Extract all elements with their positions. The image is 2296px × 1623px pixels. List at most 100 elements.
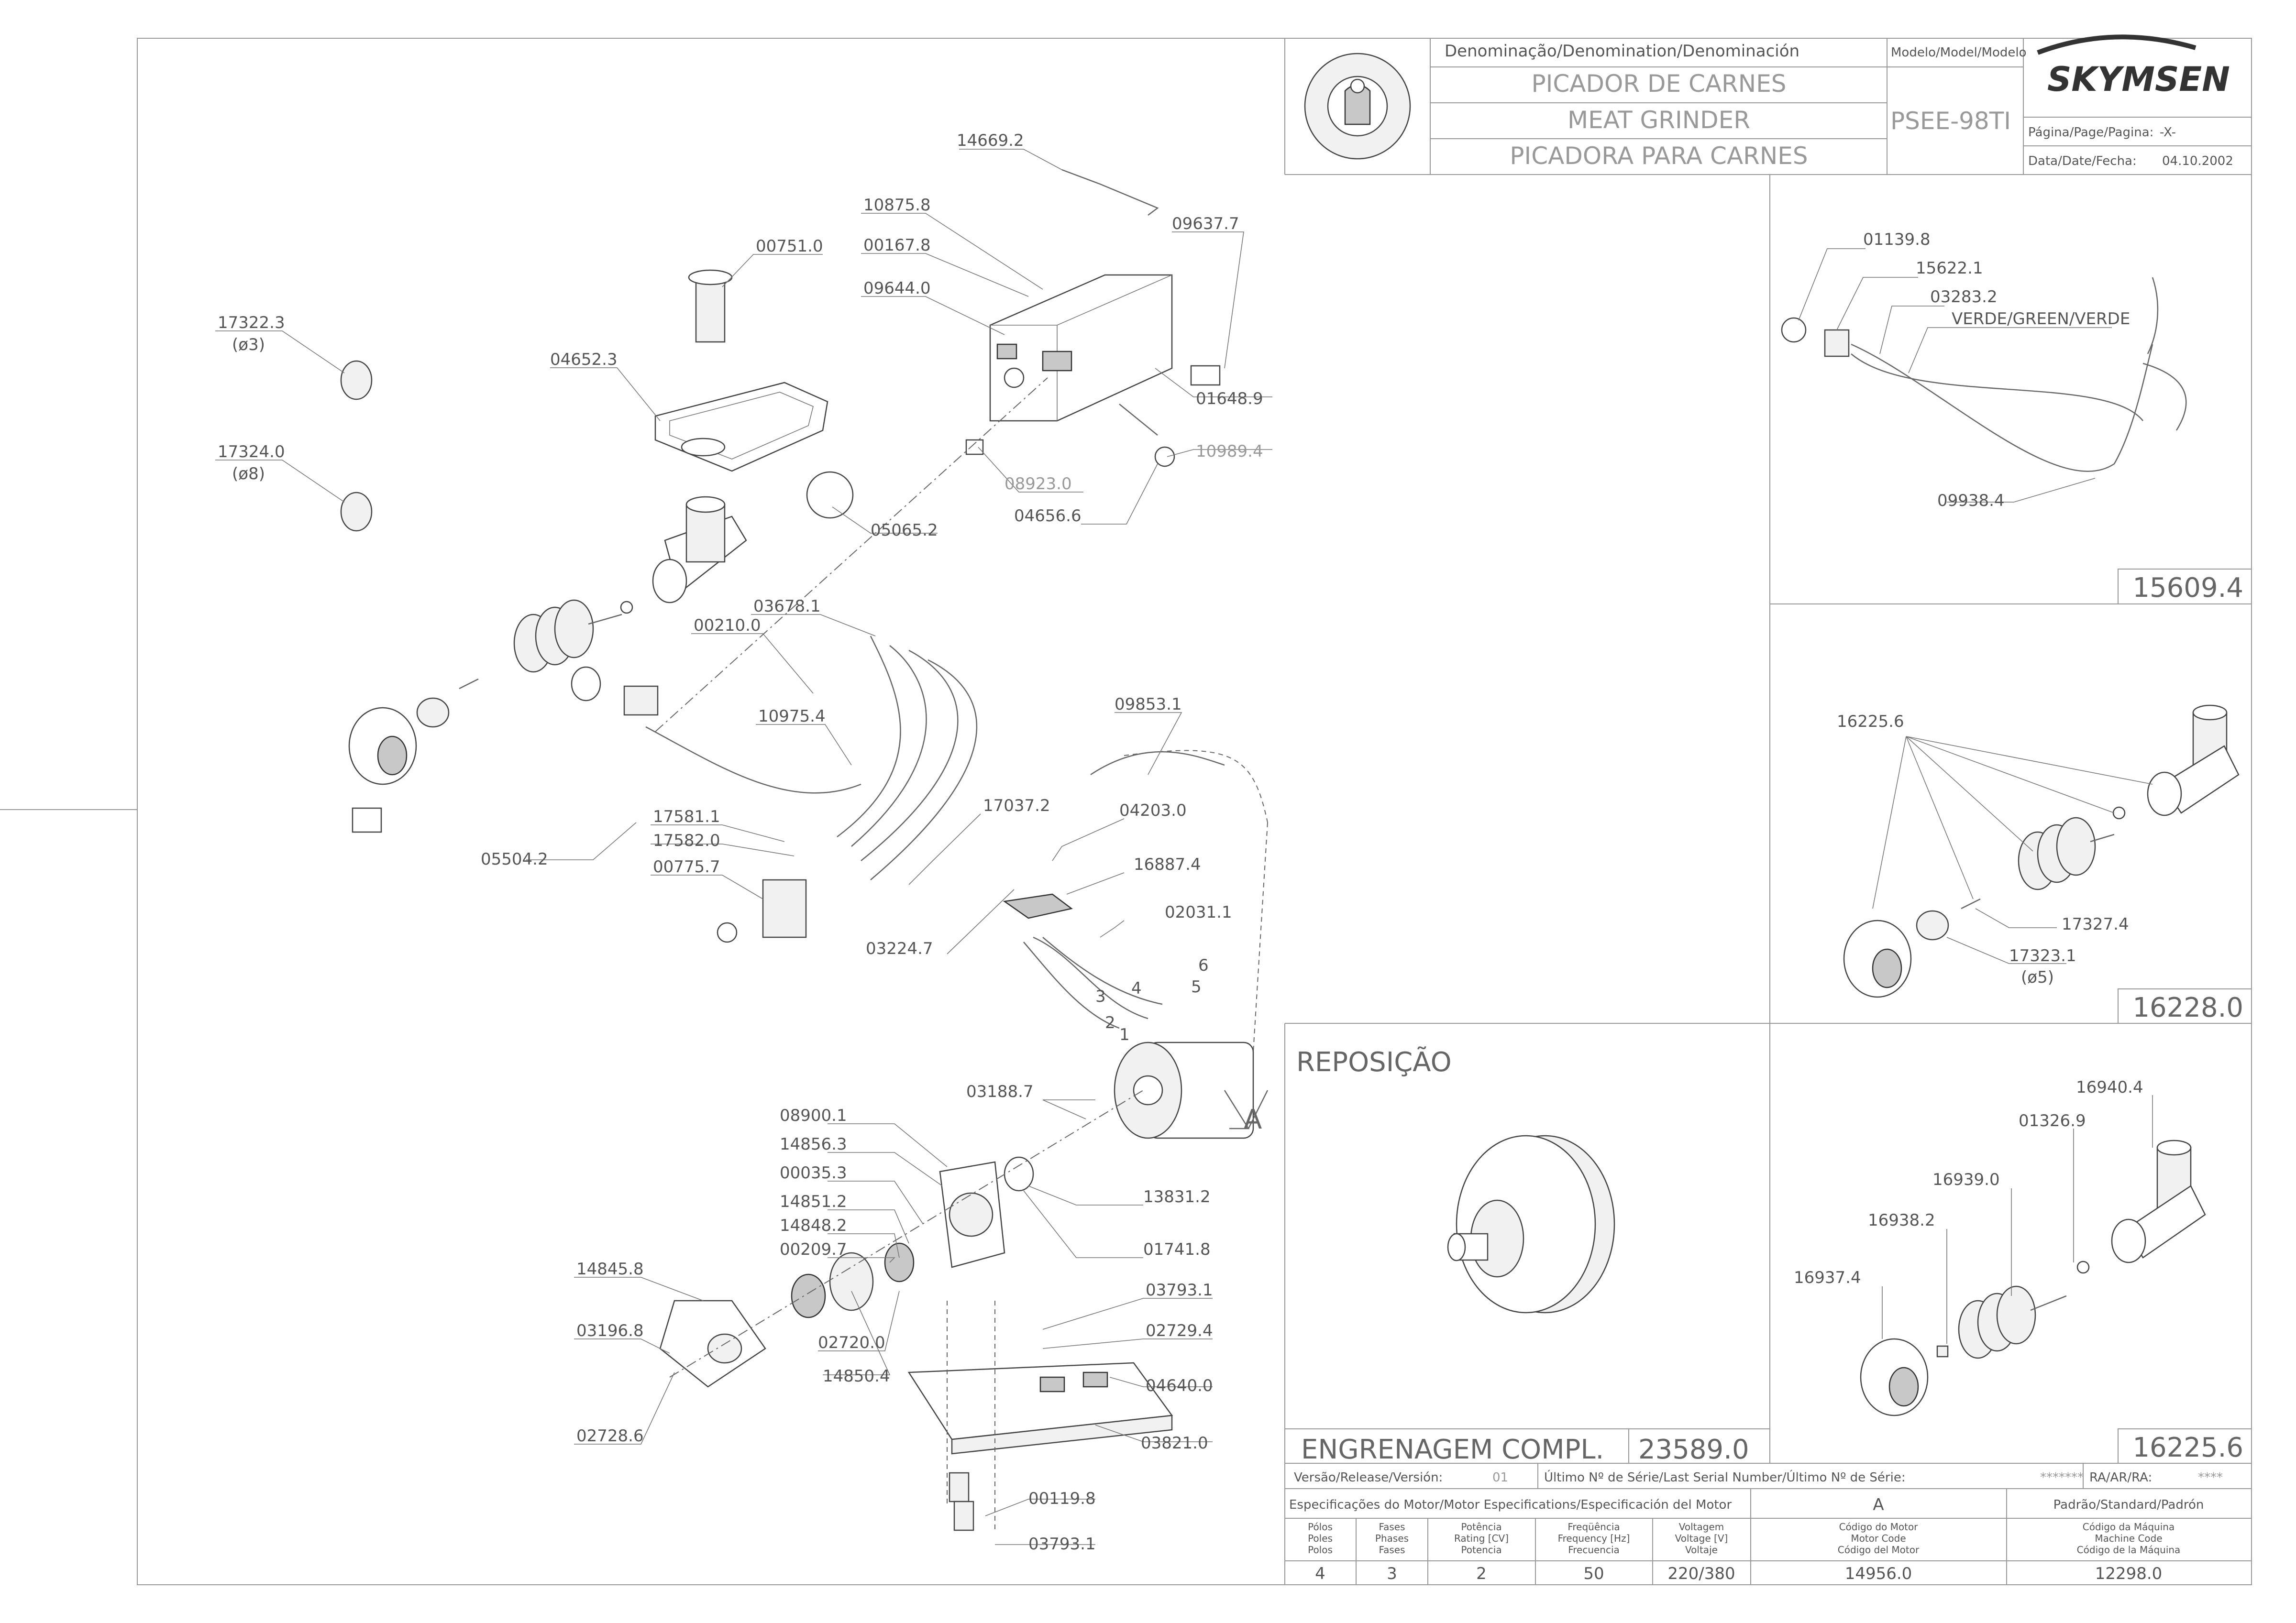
header-cell: Fases — [1379, 1521, 1405, 1533]
motor-specs-table: Especificações do Motor/Motor Especifica… — [1289, 1495, 2204, 1583]
ra-value: **** — [2198, 1470, 2223, 1485]
callout-label: 04652.3 — [550, 350, 618, 369]
callout-label: 03283.2 — [1930, 287, 1998, 307]
callout-label: 03821.0 — [1141, 1434, 1208, 1453]
washer-part — [2076, 1261, 2090, 1274]
label-part — [352, 807, 382, 833]
version-label: Versão/Release/Versión: — [1294, 1470, 1443, 1485]
callout-label: 02720.0 — [818, 1333, 885, 1352]
replacement-item-name: ENGRENAGEM COMPL. — [1301, 1434, 1604, 1465]
header-cell: Código del Motor — [1838, 1544, 1920, 1556]
callout-label: 01139.8 — [1863, 230, 1931, 249]
callout-label: 04640.0 — [1146, 1376, 1213, 1395]
value-cell: 2 — [1476, 1564, 1487, 1583]
header-cell: Código do Motor — [1839, 1521, 1919, 1533]
plug-part — [1824, 329, 1850, 357]
callout-label: 16225.6 — [1837, 712, 1904, 731]
callout-label: (ø3) — [232, 335, 265, 354]
terminal-block-part — [1003, 893, 1163, 1029]
callout-label: 14845.8 — [576, 1260, 644, 1279]
callout-label: 00751.0 — [756, 237, 823, 256]
page-label: Página/Page/Pagina: — [2028, 125, 2153, 140]
callout-label: 01741.8 — [1143, 1240, 1211, 1259]
pin-part — [1936, 1345, 1949, 1358]
callout-label: (ø8) — [232, 464, 265, 483]
ra-label: RA/AR/RA: — [2089, 1470, 2152, 1485]
callout-label: 08923.0 — [1004, 474, 1072, 493]
ring-nut-part — [1843, 920, 1912, 998]
panel-code: 15609.4 — [2132, 572, 2243, 603]
bolt-line — [1119, 404, 1158, 436]
callout-label: 05504.2 — [481, 850, 548, 869]
header-cell: Poles — [1308, 1533, 1333, 1544]
callout-label: 16937.4 — [1794, 1268, 1861, 1287]
axis-line — [655, 377, 1144, 1530]
product-name-pt: PICADOR DE CARNES — [1531, 70, 1786, 98]
exploded-view: 14669.2 10875.8 00167.8 09644.0 09637.7 … — [215, 131, 1272, 1554]
callout-label: 03196.8 — [576, 1321, 644, 1340]
callout-label: 05065.2 — [871, 521, 938, 540]
wire-number: 5 — [1191, 977, 1202, 997]
mouth-assembly-panel: 16225.6 17327.4 17323.1 (ø5) 16228.0 — [1837, 704, 2243, 1023]
plate-part — [416, 697, 450, 728]
pusher-part — [688, 269, 733, 343]
washer-part — [2112, 806, 2126, 820]
callout-label: 09637.7 — [1172, 214, 1239, 233]
value-cell: 220/380 — [1667, 1564, 1735, 1583]
callout-label: 04656.6 — [1014, 506, 1082, 526]
bearing-part — [571, 666, 601, 702]
callout-label: 14856.3 — [780, 1135, 847, 1154]
wire — [1851, 353, 2143, 421]
wire-number: 1 — [1119, 1025, 1130, 1044]
grinder-body-part — [2111, 1140, 2206, 1263]
callout-label: 02728.6 — [576, 1426, 644, 1446]
panel-code: 16228.0 — [2132, 992, 2243, 1023]
value-cell: 12298.0 — [2095, 1564, 2163, 1583]
authorized-service-seal — [1304, 53, 1411, 160]
filter-17322-part — [340, 360, 373, 400]
callout-label: (ø5) — [2021, 968, 2054, 987]
product-name-en: MEAT GRINDER — [1567, 106, 1750, 134]
callout-label: 01648.9 — [1196, 389, 1263, 408]
replacement-title: REPOSIÇÃO — [1296, 1047, 1452, 1078]
grinder-body-part — [652, 496, 747, 603]
model-code: PSEE-98TI — [1890, 107, 2011, 135]
sheet-frame — [0, 38, 2252, 1585]
callout-label: 03678.1 — [753, 597, 821, 616]
callout-label: 02729.4 — [1146, 1321, 1213, 1340]
wire-number: 2 — [1105, 1013, 1115, 1032]
motor-specs-title: Especificações do Motor/Motor Especifica… — [1289, 1498, 1732, 1512]
motor-col-a: A — [1873, 1495, 1884, 1514]
clip-part — [965, 439, 984, 455]
callout-label: 01326.9 — [2019, 1111, 2086, 1130]
bracket-part — [1061, 169, 1159, 216]
seal-disc-part — [806, 471, 854, 519]
callout-label: 14848.2 — [780, 1216, 847, 1235]
hopper-plate-part — [654, 382, 828, 472]
callout-label: 17323.1 — [2009, 946, 2076, 965]
callout-label: 00119.8 — [1028, 1489, 1096, 1508]
callout-label: 16887.4 — [1134, 855, 1201, 874]
date-value: 04.10.2002 — [2162, 154, 2233, 168]
callout-label: 03188.7 — [966, 1082, 1034, 1101]
plate-part — [1916, 910, 1949, 941]
header-cell: Freqüência — [1567, 1521, 1620, 1533]
header-cell: Código de la Máquina — [2077, 1544, 2181, 1556]
callout-label: 15622.1 — [1916, 259, 1983, 278]
wire-number: 4 — [1131, 979, 1142, 998]
model-label: Modelo/Model/Modelo — [1891, 45, 2027, 60]
callout-label: 03793.1 — [1028, 1535, 1096, 1554]
panel-code: 16225.6 — [2132, 1432, 2243, 1463]
callout-label: 14851.2 — [780, 1192, 847, 1211]
gears-part — [791, 1242, 915, 1318]
complete-gear-part — [1447, 1135, 1615, 1314]
denomination-label: Denominação/Denomination/Denominación — [1445, 42, 1799, 61]
callout-label: 00210.0 — [694, 616, 761, 635]
header-cell: Fases — [1379, 1544, 1405, 1556]
ring-nut-part — [1860, 1338, 1929, 1416]
header-cell: Potência — [1461, 1521, 1501, 1533]
callout-label: 00209.7 — [780, 1240, 847, 1259]
callout-label: 08900.1 — [780, 1106, 847, 1125]
header-cell: Voltaje — [1685, 1544, 1718, 1556]
